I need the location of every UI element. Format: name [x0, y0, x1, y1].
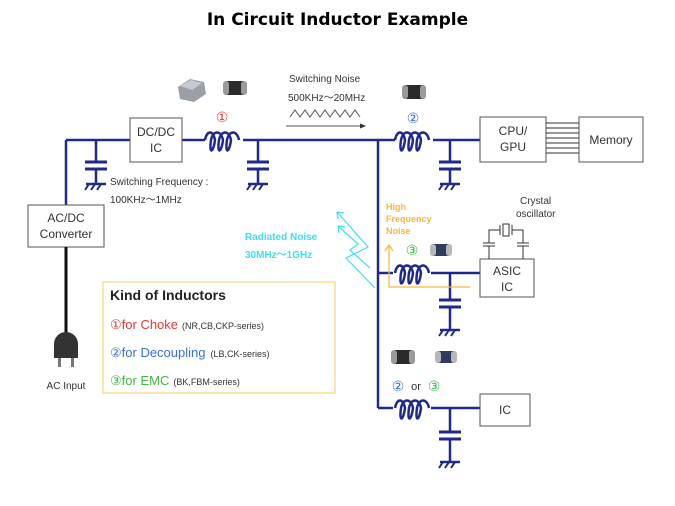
ac-plug-icon [54, 247, 78, 367]
radiated-noise-icon [336, 211, 376, 289]
marker-choke: ① [216, 109, 229, 125]
main-bus-wires [64, 138, 480, 410]
ground-icon [437, 328, 462, 338]
dcdc-label-line2: IC [150, 141, 162, 155]
ic-block: IC [479, 393, 531, 427]
legend-series: (LB,CK-series) [210, 349, 269, 359]
legend-label: for Choke [122, 317, 178, 332]
noise-arrowhead-icon [360, 123, 366, 129]
svg-text:③for EMC(BK,FBM-series): ③for EMC(BK,FBM-series) [110, 373, 240, 388]
marker-decoupling: ② [407, 110, 420, 126]
cpu-gpu-block: CPU/ GPU [479, 116, 547, 163]
marker-decoupling-ic: ② [392, 378, 405, 394]
legend-item-decoupling: ②for Decoupling (LB,CK-series) [110, 345, 270, 360]
crystal-oscillator-icon [483, 223, 529, 259]
ic-chip-blue-icon [435, 351, 457, 363]
asic-capacitor [437, 273, 463, 338]
ground-icon [437, 460, 462, 470]
multilayer-chip-icon [223, 81, 247, 95]
ground-icon [437, 182, 462, 192]
legend-title: Kind of Inductors [110, 287, 226, 303]
asic-ic-block: ASIC IC [479, 258, 535, 298]
cpu-label-line2: GPU [500, 140, 526, 154]
power-inductor-chip-icon [178, 79, 206, 102]
high-frequency-path-icon [384, 243, 470, 288]
inductor-choke-icon [203, 131, 241, 152]
ground-icon [245, 182, 270, 192]
marker-emc-ic: ③ [428, 378, 441, 394]
memory-bus-lines [546, 122, 579, 154]
dcdc-ic-block: DC/DC IC [129, 117, 183, 163]
legend-item-choke: ①for Choke (NR,CB,CKP-series) [110, 317, 264, 332]
radiated-noise-label: Radiated Noise [245, 232, 318, 243]
legend-series: (BK,FBM-series) [173, 377, 240, 387]
switching-noise-range: 500KHz～20MHz [288, 93, 365, 104]
page-title: In Circuit Inductor Example [206, 10, 469, 30]
or-label: or [411, 381, 421, 393]
input-capacitor [83, 140, 109, 192]
ac-input-label: AC Input [47, 381, 86, 392]
marker-emc: ③ [406, 242, 419, 258]
switching-frequency-label: Switching Frequency : [110, 177, 208, 188]
legend-label: for EMC [122, 373, 170, 388]
ic-label: IC [499, 403, 511, 417]
crystal-label-line2: oscillator [516, 209, 556, 220]
ground-icon [83, 182, 108, 192]
asic-label: ASIC [493, 264, 521, 278]
asic-label-line2: IC [501, 280, 513, 294]
emc-chip-icon [430, 244, 452, 256]
legend-series: (NR,CB,CKP-series) [182, 321, 264, 331]
switching-frequency-range: 100KHz～1MHz [110, 195, 182, 206]
svg-text:②for Decoupling(LB,CK-series): ②for Decoupling (LB,CK-series) [110, 345, 270, 360]
legend-marker: ① [110, 317, 122, 332]
ic-capacitor [437, 408, 463, 470]
switching-noise-label: Switching Noise [289, 74, 361, 85]
legend-label: for Decoupling [122, 345, 206, 360]
choke-capacitor [245, 140, 271, 192]
radiated-noise-range: 30MHz～1GHz [245, 250, 312, 261]
inductor-decoupling-icon [393, 131, 431, 152]
acdc-converter-block: AC/DC Converter [27, 204, 105, 248]
inductor-ic-icon [393, 399, 431, 420]
cpu-capacitor [437, 140, 463, 192]
inductor-legend: Kind of Inductors ①for Choke (NR,CB,CKP-s… [102, 281, 336, 394]
decoupling-chip-icon [402, 85, 426, 99]
memory-block: Memory [578, 116, 644, 163]
high-frequency-label-line3: Noise [386, 226, 411, 236]
legend-marker: ③ [110, 373, 122, 388]
legend-marker: ② [110, 345, 122, 360]
memory-label: Memory [589, 133, 632, 147]
ic-chip-dark-icon [391, 350, 415, 364]
acdc-label: AC/DC [47, 211, 85, 225]
inductor-emc-icon [393, 264, 431, 285]
crystal-label: Crystal [520, 196, 551, 207]
high-frequency-label-line2: Frequency [386, 214, 432, 224]
svg-text:①for Choke(NR,CB,CKP-series): ①for Choke (NR,CB,CKP-series) [110, 317, 264, 332]
cpu-label: CPU/ [499, 124, 528, 138]
high-frequency-label: High [386, 202, 406, 212]
dcdc-label: DC/DC [137, 125, 175, 139]
noise-wave-icon [289, 109, 361, 118]
legend-item-emc: ③for EMC(BK,FBM-series) [110, 373, 240, 388]
acdc-label-line2: Converter [40, 227, 93, 241]
